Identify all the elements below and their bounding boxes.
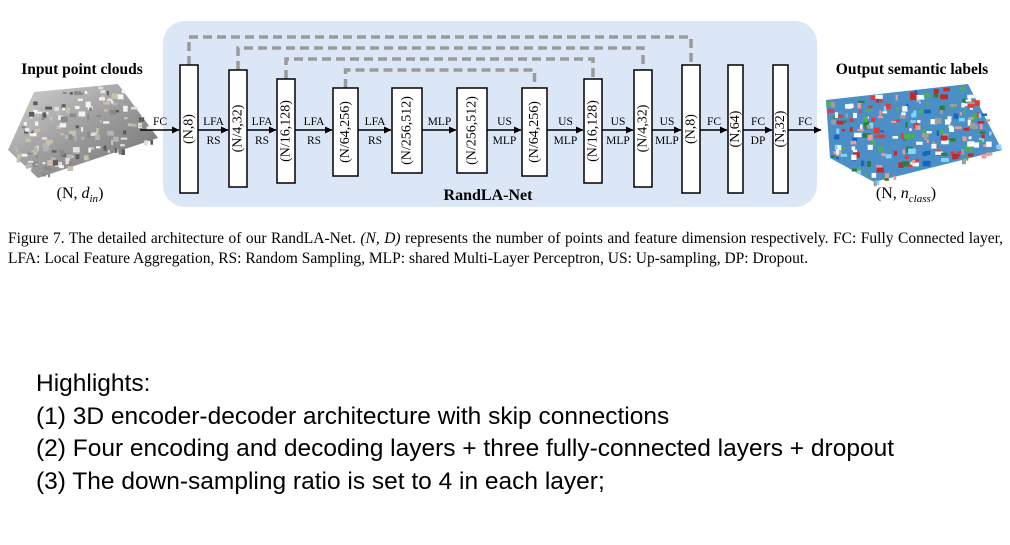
operation-label-top: FC bbox=[798, 116, 812, 128]
layer-block bbox=[332, 87, 359, 177]
operation-label-bottom: DP bbox=[751, 135, 766, 147]
output-shape-label: (N, nclass) bbox=[876, 185, 936, 205]
operation-label-top: FC bbox=[153, 116, 167, 128]
operation-label-bottom: MLP bbox=[606, 135, 630, 147]
operation-label-top: US bbox=[497, 116, 512, 128]
layer-block bbox=[228, 69, 248, 188]
layer-block-label: (N/4,32) bbox=[231, 104, 246, 152]
highlights-heading: Highlights: bbox=[36, 370, 151, 397]
input-title: Input point clouds bbox=[21, 61, 142, 78]
operation-label-top: LFA bbox=[252, 116, 274, 128]
layer-block-label: (N/16,128) bbox=[586, 100, 601, 162]
operation-label-top: LFA bbox=[365, 116, 387, 128]
layer-block bbox=[772, 64, 789, 194]
operation-label-top: US bbox=[558, 116, 573, 128]
skip-connection-line bbox=[284, 57, 595, 79]
layer-block-label: (N,64) bbox=[728, 110, 743, 147]
layer-block bbox=[727, 64, 744, 194]
operation-label-top: US bbox=[660, 116, 675, 128]
output-segmentation-image bbox=[826, 84, 1002, 187]
skip-connection-line bbox=[343, 68, 537, 88]
layer-block-label: (N/256,512) bbox=[465, 96, 480, 165]
layer-block bbox=[583, 78, 603, 184]
highlight-item: (2) Four encoding and decoding layers + … bbox=[36, 435, 895, 462]
layer-block bbox=[681, 64, 701, 194]
layer-block-label: (N/64,256) bbox=[527, 101, 542, 163]
skip-connection-line bbox=[187, 35, 693, 65]
layer-block bbox=[456, 87, 488, 174]
network-panel bbox=[163, 21, 817, 207]
highlight-item: (3) The down-sampling ratio is set to 4 … bbox=[36, 467, 605, 495]
layer-block-label: (N,8) bbox=[182, 114, 197, 144]
caption-math: (N, D) bbox=[360, 230, 401, 247]
operation-label-top: FC bbox=[707, 116, 721, 128]
operation-label-bottom: MLP bbox=[655, 135, 679, 147]
highlights-list: Highlights: (1) 3D encoder-decoder archi… bbox=[36, 368, 894, 498]
operation-label-bottom: MLP bbox=[554, 135, 578, 147]
layer-block bbox=[391, 87, 423, 174]
architecture-diagram: Input point clouds Output semantic label… bbox=[8, 21, 1002, 207]
input-shape-label: (N, din) bbox=[57, 185, 104, 205]
figure-caption: Figure 7. The detailed architecture of o… bbox=[8, 229, 1003, 269]
layer-block-label: (N/16,128) bbox=[279, 100, 294, 162]
layer-block-label: (N,8) bbox=[684, 114, 699, 144]
operation-label-top: LFA bbox=[304, 116, 326, 128]
operation-label-bottom: RS bbox=[255, 135, 269, 147]
operation-label-top: FC bbox=[751, 116, 765, 128]
highlight-item: (1) 3D encoder-decoder architecture with… bbox=[36, 402, 670, 430]
layer-block-label: (N/4,32) bbox=[636, 104, 651, 152]
operation-label-bottom: MLP bbox=[493, 135, 517, 147]
output-title: Output semantic labels bbox=[836, 61, 988, 78]
layer-block bbox=[521, 87, 548, 177]
layer-block bbox=[179, 64, 199, 194]
skip-connection-line bbox=[236, 46, 645, 70]
operation-label-top: LFA bbox=[203, 116, 225, 128]
layer-block-label: (N/256,512) bbox=[400, 96, 415, 165]
operation-label-top: MLP bbox=[428, 116, 452, 128]
layer-block-label: (N,32) bbox=[773, 110, 788, 147]
operation-label-bottom: RS bbox=[368, 135, 382, 147]
caption-suffix: represents the number of points and feat… bbox=[8, 230, 1003, 267]
operation-label-bottom: RS bbox=[206, 135, 220, 147]
input-point-cloud-image bbox=[8, 84, 158, 178]
layer-block bbox=[633, 69, 653, 188]
operation-label-bottom: RS bbox=[307, 135, 321, 147]
caption-prefix: Figure 7. The detailed architecture of o… bbox=[8, 230, 361, 247]
layer-block-label: (N/64,256) bbox=[338, 101, 353, 163]
skip-connections bbox=[187, 35, 693, 88]
operation-label-top: US bbox=[611, 116, 626, 128]
network-name: RandLA-Net bbox=[444, 187, 534, 204]
layer-block bbox=[276, 78, 296, 184]
